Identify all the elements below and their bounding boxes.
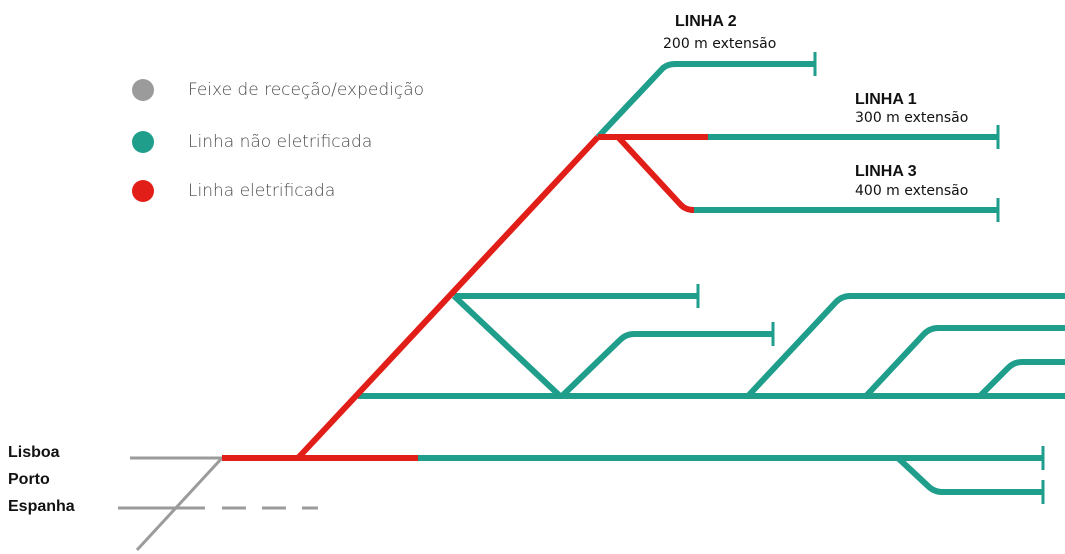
origin-espanha: Espanha <box>8 498 75 515</box>
legend-item-reception: Feixe de receção/expedição <box>132 79 424 101</box>
siding-1-diagonal <box>451 293 563 399</box>
linha2-title: LINHA 2 <box>675 13 737 30</box>
legend-dot-reception <box>132 79 154 101</box>
linha2-track <box>595 61 815 140</box>
linha1-title: LINHA 1 <box>855 91 917 108</box>
linha3-subtitle: 400 m extensão <box>855 183 969 199</box>
legend-label-reception: Feixe de receção/expedição <box>188 80 425 100</box>
legend-dot-electrified <box>132 180 154 202</box>
yard-branch-b <box>863 325 1065 399</box>
yard-branch-c <box>977 359 1065 399</box>
linha3-title: LINHA 3 <box>855 163 917 180</box>
legend-item-non-electrified: Linha não eletrificada <box>132 131 372 153</box>
siding-2-track <box>559 331 773 399</box>
buffer-stops <box>696 52 1045 504</box>
electrified-tracks <box>222 134 708 461</box>
reception-track-diagonal <box>135 456 224 552</box>
lower-branch <box>895 455 1043 495</box>
legend-label-electrified: Linha eletrificada <box>188 181 336 201</box>
origin-porto: Porto <box>8 471 50 488</box>
linha3-electrified <box>615 134 695 213</box>
linha1-subtitle: 300 m extensão <box>855 110 969 126</box>
yard-branch-a <box>745 293 1065 399</box>
origin-lisboa: Lisboa <box>8 444 60 461</box>
linha2-subtitle: 200 m extensão <box>663 36 777 52</box>
legend-label-non-electrified: Linha não eletrificada <box>188 132 373 152</box>
legend-item-electrified: Linha eletrificada <box>132 180 335 202</box>
reception-tracks <box>118 456 318 552</box>
legend-dot-non-electrified <box>132 131 154 153</box>
non-electrified-tracks <box>358 61 1065 495</box>
electrified-main-diagonal <box>295 134 601 461</box>
